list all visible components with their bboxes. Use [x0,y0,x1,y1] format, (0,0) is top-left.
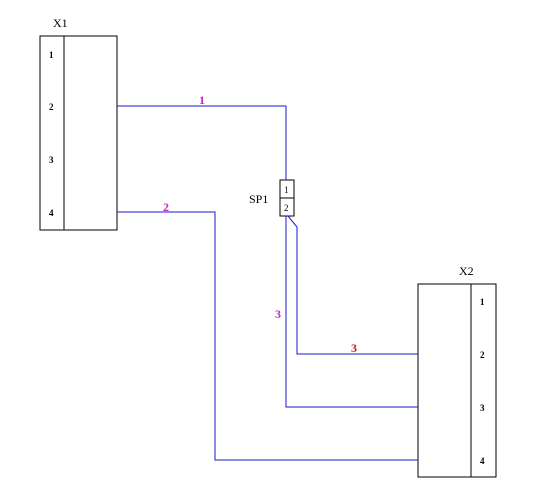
connector-x2-pin-1: 1 [480,297,485,307]
connector-x2-pin-4: 4 [480,456,485,466]
splice-sp1-pin-1: 1 [284,185,289,195]
connector-x1-label: X1 [53,16,68,30]
wire-3-horizontal [287,215,418,355]
connector-x1-body [39,35,118,231]
connector-x2-pin-2: 2 [480,350,485,360]
connector-x2: X2 1 2 3 4 [417,264,497,478]
splice-sp1-label: SP1 [249,192,268,206]
wire-2 [117,211,418,461]
connector-x1-pin-2: 2 [49,102,54,112]
wire-3-vertical-label: 3 [275,307,281,321]
connector-x2-body [417,283,497,478]
splice-sp1-pin-2: 2 [284,203,289,213]
wire-1-label: 1 [199,93,205,107]
splice-sp1: SP1 1 2 [249,179,295,217]
wire-2-label: 2 [163,200,169,214]
wires [117,105,418,461]
connector-x1-pin-3: 3 [49,155,54,165]
connector-x1-pin-1: 1 [49,50,54,60]
wire-3-horizontal-label: 3 [351,341,357,355]
connector-x1-pin-4: 4 [49,208,54,218]
wire-3-vertical [285,216,418,408]
connector-x2-label: X2 [459,264,474,278]
wire-1 [117,105,287,180]
connector-x1: X1 1 2 3 4 [39,16,118,231]
connector-x2-pin-3: 3 [480,403,485,413]
